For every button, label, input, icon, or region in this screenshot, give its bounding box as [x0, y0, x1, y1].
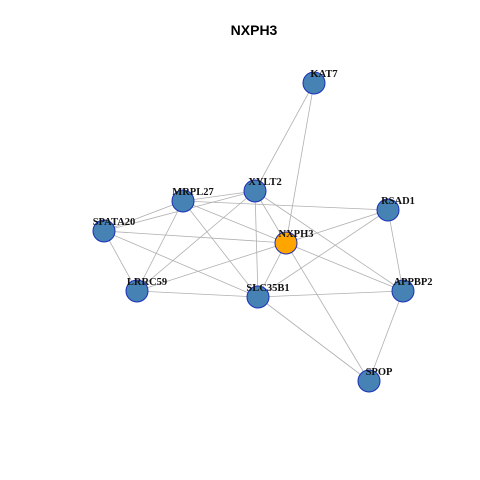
edge-mrpl27-rsad1: [182, 200, 389, 211]
edge-slc35b1-appbp2: [257, 290, 404, 298]
node-spop: [357, 369, 381, 393]
node-layer: [92, 71, 415, 393]
edge-xylt2-lrrc59: [136, 190, 256, 292]
node-label-mrpl27: MRPL27: [172, 187, 213, 198]
graph-title: NXPH3: [231, 22, 278, 38]
node-xylt2: [243, 179, 267, 203]
edge-mrpl27-slc35b1: [182, 200, 259, 298]
edge-slc35b1-spop: [257, 296, 370, 382]
edge-nxph3-spop: [285, 242, 370, 382]
edge-kat7-xylt2: [254, 82, 315, 192]
node-label-kat7: KAT7: [310, 69, 337, 80]
edge-mrpl27-spata20: [103, 200, 184, 232]
edge-rsad1-slc35b1: [257, 209, 389, 298]
node-label-lrrc59: LRRC59: [127, 277, 167, 288]
edge-layer: [103, 82, 404, 382]
edge-lrrc59-slc35b1: [136, 290, 259, 298]
node-label-nxph3: NXPH3: [279, 229, 314, 240]
node-mrpl27: [171, 189, 195, 213]
node-label-spata20: SPATA20: [93, 217, 136, 228]
node-spata20: [92, 219, 116, 243]
edge-mrpl27-lrrc59: [136, 200, 184, 292]
node-label-slc35b1: SLC35B1: [246, 283, 289, 294]
label-layer: KAT7XYLT2MRPL27RSAD1SPATA20NXPH3LRRC59SL…: [93, 69, 433, 378]
edge-nxph3-appbp2: [285, 242, 404, 292]
edge-xylt2-appbp2: [254, 190, 404, 292]
edge-rsad1-appbp2: [387, 209, 404, 292]
node-nxph3: [274, 231, 298, 255]
edge-mrpl27-nxph3: [182, 200, 287, 244]
edge-kat7-nxph3: [285, 82, 315, 244]
node-label-spop: SPOP: [366, 367, 393, 378]
edge-spata20-slc35b1: [103, 230, 259, 298]
node-kat7: [302, 71, 326, 95]
node-label-appbp2: APPBP2: [393, 277, 432, 288]
edge-nxph3-rsad1: [285, 209, 389, 244]
node-appbp2: [391, 279, 415, 303]
node-label-rsad1: RSAD1: [381, 196, 415, 207]
node-slc35b1: [246, 285, 270, 309]
edge-spata20-nxph3: [103, 230, 287, 244]
edge-xylt2-slc35b1: [254, 190, 259, 298]
node-label-xylt2: XYLT2: [248, 177, 281, 188]
edge-appbp2-spop: [368, 290, 404, 382]
edge-xylt2-mrpl27: [182, 190, 256, 202]
node-rsad1: [376, 198, 400, 222]
node-lrrc59: [125, 279, 149, 303]
edge-nxph3-lrrc59: [136, 242, 287, 292]
